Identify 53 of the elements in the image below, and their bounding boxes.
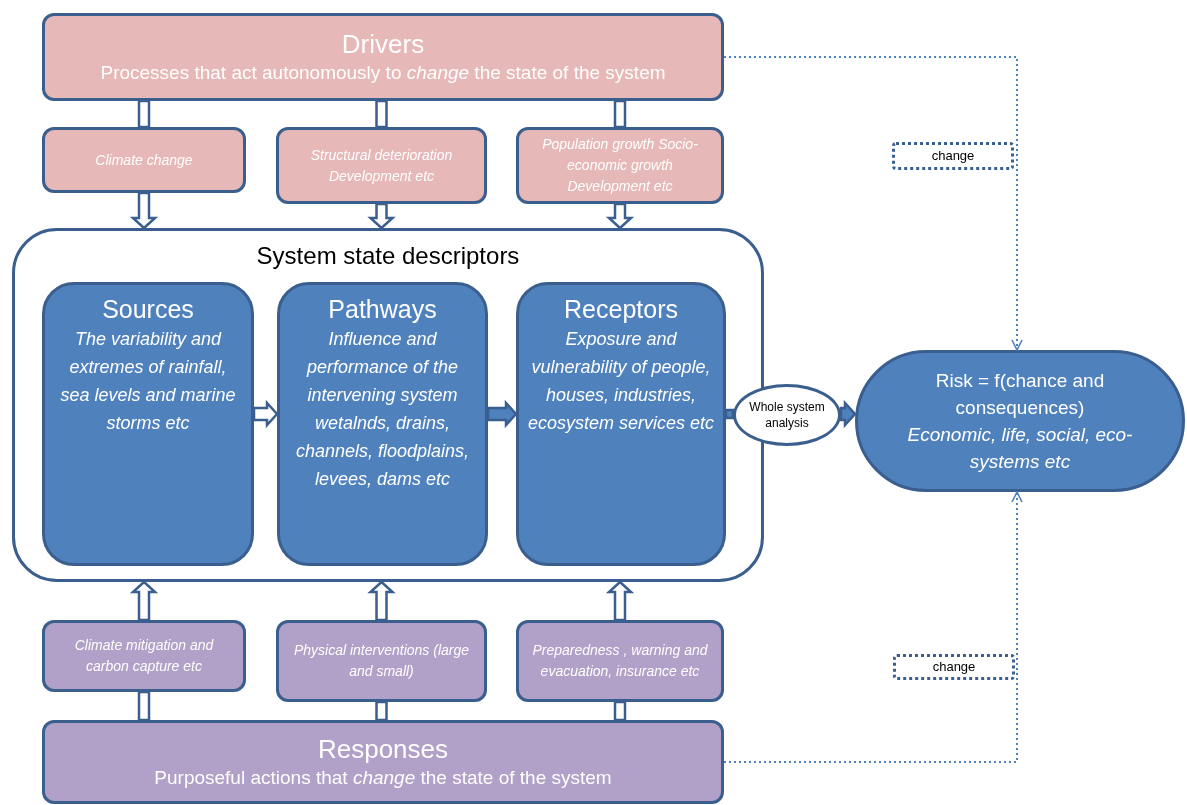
- panel-title: System state descriptors: [255, 241, 521, 271]
- description: Economic, life, social, eco-systems etc: [906, 423, 1134, 474]
- change-box: [893, 654, 1015, 680]
- block-arrow: [486, 399, 518, 429]
- responses-box: [42, 720, 724, 804]
- block-arrow: [605, 202, 635, 230]
- response-box: [42, 620, 246, 692]
- change-box: [892, 142, 1014, 170]
- dotted-arrow: [723, 491, 1023, 763]
- connector: [375, 99, 388, 129]
- block-arrow: [605, 580, 635, 622]
- driver-box: [516, 127, 724, 204]
- receptor-box: [516, 282, 726, 566]
- block-arrow: [367, 580, 396, 622]
- heading: Risk = f(chance and consequences): [934, 369, 1106, 420]
- heading: Pathways: [328, 294, 437, 325]
- connector: [613, 700, 627, 722]
- description: The variability and extremes of rainfall, sea levels and marine storms etc: [59, 328, 237, 435]
- heading: Sources: [102, 294, 194, 325]
- block-arrow: [129, 580, 159, 622]
- dotted-arrow: [723, 56, 1023, 351]
- block-arrow: [129, 191, 159, 230]
- driver-box: [42, 127, 246, 193]
- description: Influence and performance of the intervening system wetalnds, drains, channels, floodplains, levees, dams etc: [294, 328, 471, 491]
- connector: [137, 690, 151, 722]
- description: Processes that act autonomously to change the state of the system: [100, 61, 666, 85]
- description: Exposure and vulnerability of people, houses, industries, ecosystem services etc: [526, 328, 716, 435]
- block-arrow: [839, 399, 857, 429]
- node-label: Structural deterioration Development etc: [309, 145, 454, 186]
- node-label: change: [931, 148, 975, 164]
- heading: Receptors: [564, 294, 678, 325]
- node-label: Preparedness , warning and evacuation, insurance etc: [531, 641, 709, 681]
- source-box: [42, 282, 254, 566]
- block-arrow: [367, 202, 396, 230]
- node-label: Climate change: [94, 150, 194, 170]
- connector: [724, 408, 735, 420]
- description: Purposeful actions that change the state of the system: [154, 766, 612, 790]
- response-box: [516, 620, 724, 702]
- connector: [613, 99, 627, 129]
- driver-box: [276, 127, 487, 204]
- connector: [375, 700, 388, 722]
- heading: Drivers: [341, 28, 425, 60]
- heading: Responses: [317, 733, 449, 765]
- pathway-box: [277, 282, 488, 566]
- connector: [137, 99, 151, 129]
- node-label: Population growth Socio-economic growth Development etc: [541, 135, 699, 196]
- response-box: [276, 620, 487, 702]
- drivers-box: [42, 13, 724, 101]
- node-label: Climate mitigation and carbon capture etc: [73, 636, 215, 676]
- block-arrow: [252, 399, 279, 429]
- node-label: Whole system analysis: [748, 399, 826, 431]
- node-label: change: [932, 659, 976, 675]
- node-label: Physical interventions (large and small): [292, 641, 471, 681]
